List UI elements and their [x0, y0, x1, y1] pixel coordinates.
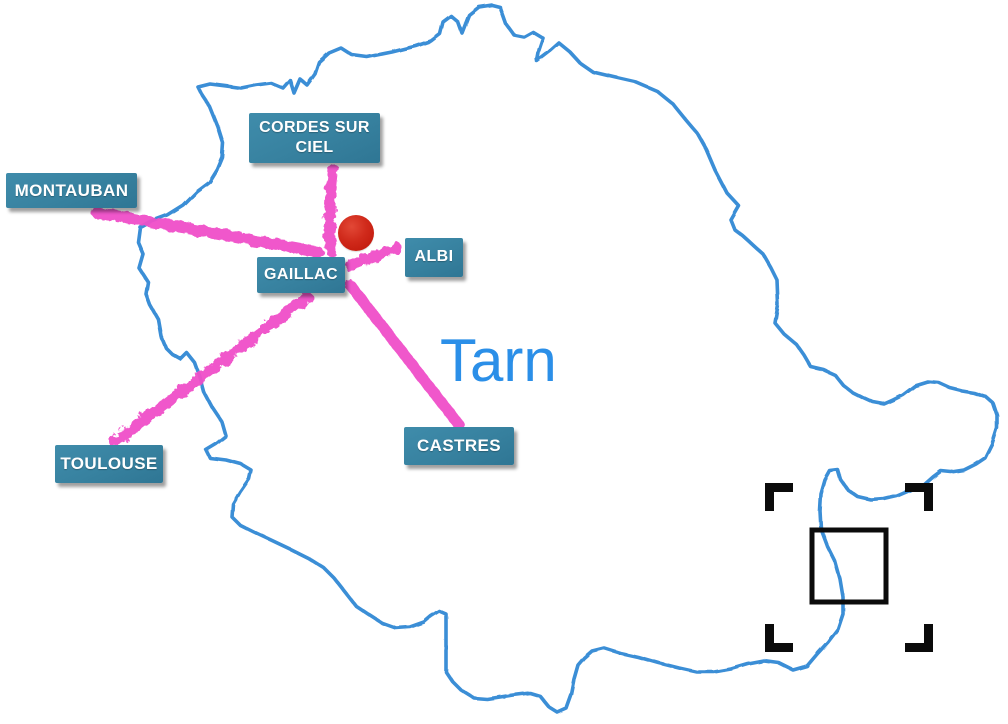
city-label-montauban: MONTAUBAN: [6, 173, 137, 208]
location-marker-icon: [338, 215, 374, 251]
route-lines: [90, 163, 465, 448]
city-label-gaillac-text: GAILLAC: [264, 265, 338, 283]
route-line-albi: [344, 242, 403, 272]
city-label-albi-text: ALBI: [414, 248, 454, 266]
city-label-cordes-sur-ciel: CORDES SUR CIEL: [249, 113, 380, 163]
route-line-cordes: [324, 163, 339, 257]
city-label-toulouse: TOULOUSE: [55, 445, 163, 483]
route-line-montauban: [90, 206, 324, 258]
selection-square-icon: [809, 527, 889, 605]
route-line-toulouse: [109, 291, 313, 448]
viewfinder-frame-icon: [765, 483, 933, 652]
department-outline: [136, 3, 999, 714]
city-label-montauban-text: MONTAUBAN: [14, 180, 129, 200]
city-label-gaillac: GAILLAC: [257, 257, 345, 293]
city-label-castres: CASTRES: [404, 427, 514, 465]
route-line-castres: [345, 280, 465, 431]
city-label-albi: ALBI: [405, 238, 463, 277]
city-label-castres-text: CASTRES: [416, 436, 502, 456]
city-label-cordes-sur-ciel-text: CORDES SUR CIEL: [259, 119, 370, 156]
region-name: Tarn: [440, 327, 557, 394]
city-label-toulouse-text: TOULOUSE: [60, 454, 158, 474]
